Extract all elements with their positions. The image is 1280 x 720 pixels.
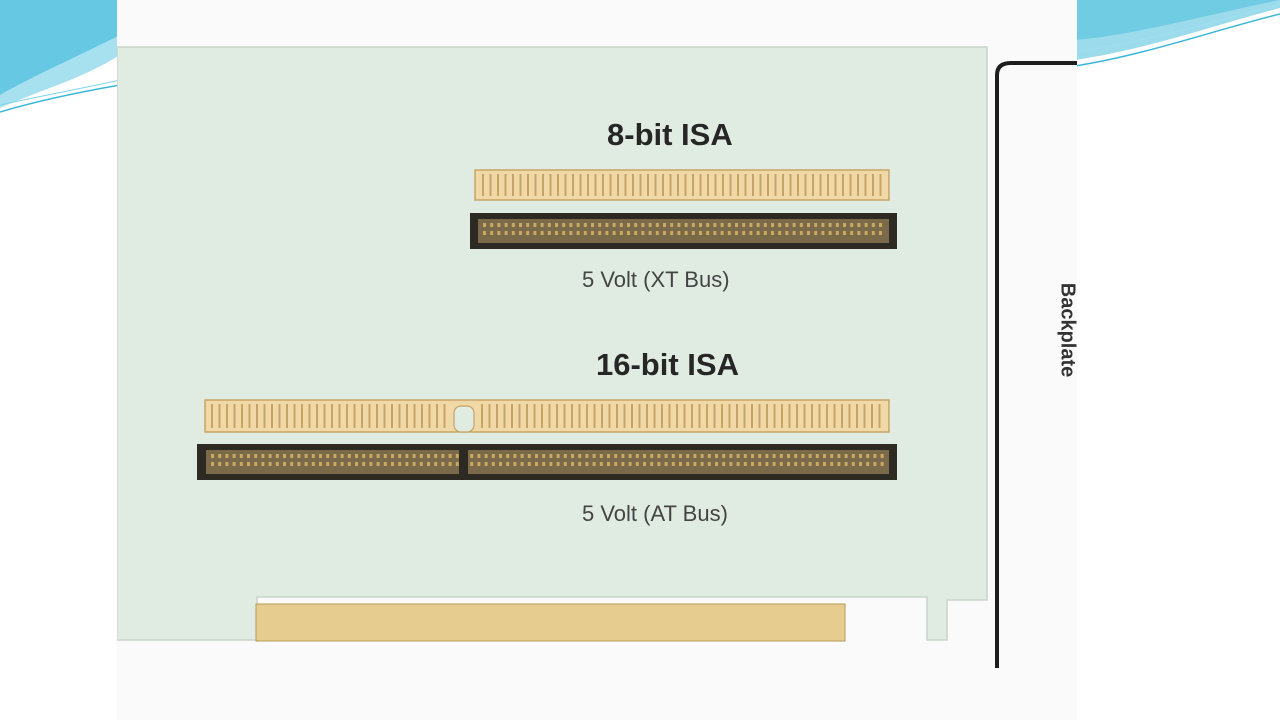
sixteen-bit-contact-strip <box>204 399 890 433</box>
decorative-swoosh-right <box>1075 0 1280 67</box>
eight-bit-contact-strip <box>474 169 890 201</box>
card-board <box>117 46 988 641</box>
eight-bit-heading: 8-bit ISA <box>607 117 733 152</box>
isa-card-drawing <box>117 46 1077 668</box>
edge-connector <box>255 603 846 642</box>
sixteen-bit-slot-pins <box>211 454 884 466</box>
sixteen-bit-contact-lines <box>211 404 881 428</box>
sixteen-bit-heading: 16-bit ISA <box>596 347 739 382</box>
eight-bit-slot-pins <box>483 223 882 235</box>
sixteen-bit-key-notch <box>453 405 475 433</box>
eight-bit-voltage-label: 5 Volt (XT Bus) <box>582 267 730 292</box>
backplate-label: Backplate <box>1056 282 1079 378</box>
decorative-swoosh-left <box>0 0 120 113</box>
isa-card-diagram: 8-bit ISA 5 Volt (XT Bus) 16-bit ISA 5 V… <box>117 0 1079 720</box>
eight-bit-contact-lines <box>482 174 882 196</box>
backplate-bracket <box>995 61 1077 668</box>
sixteen-bit-voltage-label: 5 Volt (AT Bus) <box>582 501 728 526</box>
